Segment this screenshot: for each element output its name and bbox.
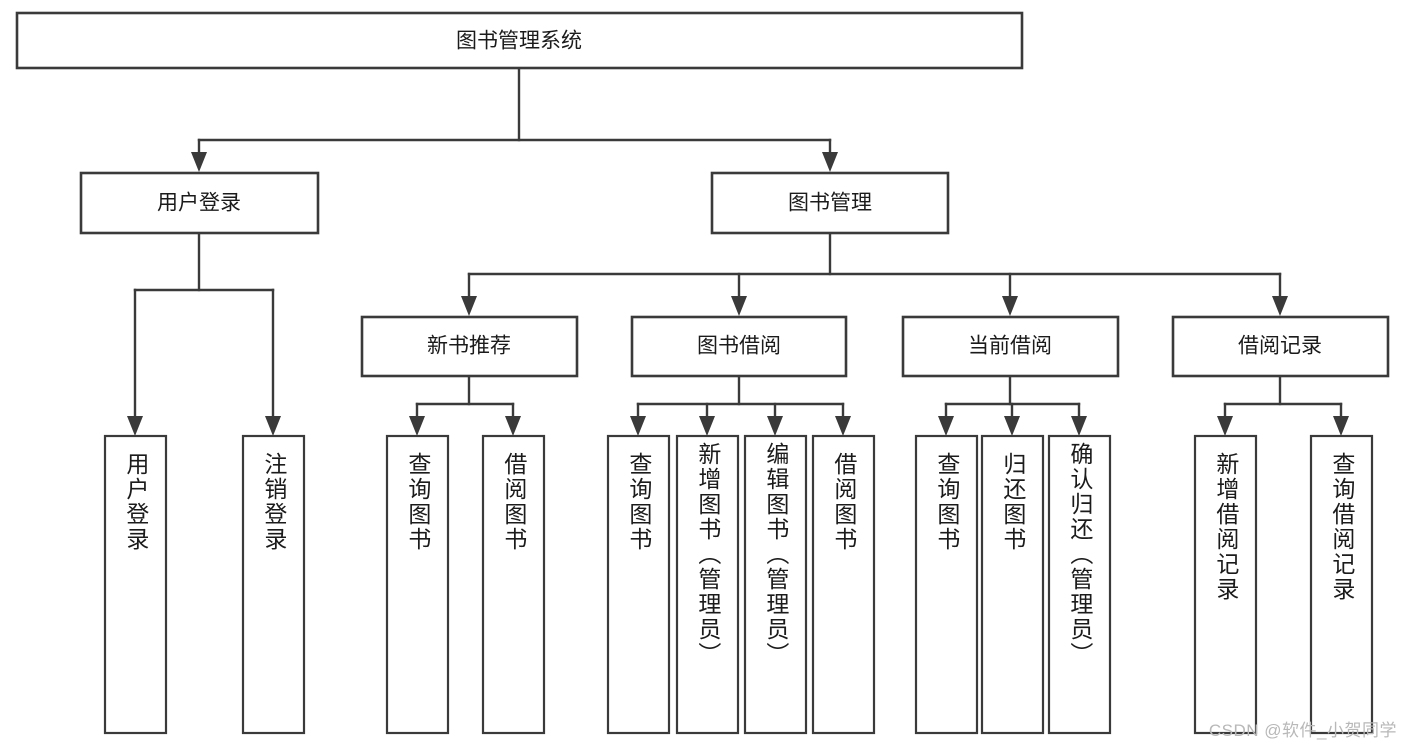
node-book-borrow-label: 图书借阅 bbox=[697, 335, 781, 358]
node-root-label: 图书管理系统 bbox=[456, 30, 582, 53]
node-user-login-label: 用户登录 bbox=[157, 192, 241, 215]
node-book-borrow[interactable] bbox=[630, 315, 848, 378]
node-current-borrow-label: 当前借阅 bbox=[968, 335, 1052, 358]
connector-userlogin-to-leaves bbox=[127, 231, 281, 436]
leaf-box-user-login-login[interactable] bbox=[103, 434, 168, 735]
connector-newbook-to-leaves bbox=[409, 374, 521, 436]
node-new-book-recommend-label: 新书推荐 bbox=[427, 335, 511, 358]
leaf-box-bookborrow-borrow[interactable] bbox=[811, 434, 876, 735]
connector-root-to-level2 bbox=[191, 66, 838, 172]
leaf-box-user-login-logout[interactable] bbox=[241, 434, 306, 735]
connector-bookborrow-to-leaves bbox=[630, 374, 851, 436]
node-current-borrow[interactable] bbox=[901, 315, 1120, 378]
leaf-box-currentborrow-confirm[interactable] bbox=[1047, 434, 1112, 735]
leaf-box-bookborrow-query[interactable] bbox=[606, 434, 671, 735]
leaf-box-bookborrow-edit[interactable] bbox=[743, 434, 808, 735]
leaf-box-currentborrow-return[interactable] bbox=[980, 434, 1045, 735]
leaf-box-currentborrow-query[interactable] bbox=[914, 434, 979, 735]
connector-currentborrow-to-leaves bbox=[938, 374, 1087, 436]
csdn-watermark: CSDN @软件_小贺同学 bbox=[1208, 721, 1397, 740]
node-user-login[interactable] bbox=[79, 171, 320, 235]
leaf-box-borrowrecord-query[interactable] bbox=[1309, 434, 1374, 735]
node-book-management[interactable] bbox=[710, 171, 950, 235]
node-book-management-label: 图书管理 bbox=[788, 192, 872, 215]
connector-bookmgmt-to-level3 bbox=[461, 231, 1288, 316]
connector-borrowrecord-to-leaves bbox=[1217, 374, 1349, 436]
leaf-box-borrowrecord-add[interactable] bbox=[1193, 434, 1258, 735]
node-borrow-record[interactable] bbox=[1171, 315, 1390, 378]
node-new-book-recommend[interactable] bbox=[360, 315, 579, 378]
leaf-box-bookborrow-add[interactable] bbox=[675, 434, 740, 735]
node-root-book-management-system[interactable] bbox=[15, 11, 1024, 70]
node-borrow-record-label: 借阅记录 bbox=[1238, 335, 1322, 358]
leaf-box-newbook-borrow[interactable] bbox=[481, 434, 546, 735]
leaf-box-newbook-query[interactable] bbox=[385, 434, 450, 735]
